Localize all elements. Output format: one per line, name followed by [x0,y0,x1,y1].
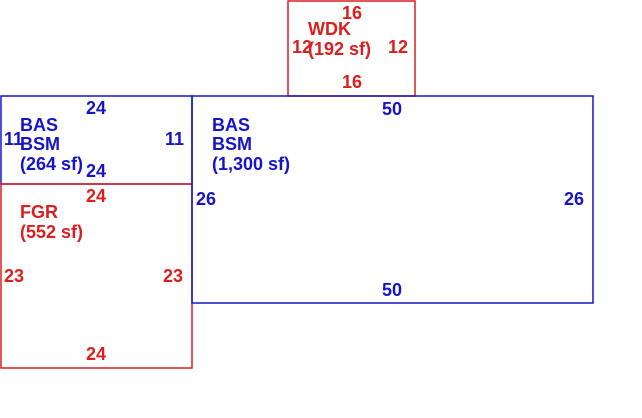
bas-main-outline [191,95,594,304]
fgr-dim-left: 23 [4,266,24,286]
bas-small-dim-bottom: 24 [86,161,106,181]
wdk-code: WDK [308,19,351,39]
fgr-code: FGR [20,202,58,222]
wdk-dim-left: 12 [292,37,312,57]
fgr-dim-top: 24 [86,186,106,206]
fgr-dim-bottom: 24 [86,344,106,364]
wdk-dim-top: 16 [342,3,362,23]
bas-main-dim-left: 26 [196,189,216,209]
wdk-dim-right: 12 [388,37,408,57]
bas-small-dim-right: 11 [165,129,184,149]
bas-small-area: (264 sf) [20,154,83,174]
bas-main-dim-bottom: 50 [382,280,402,300]
bas-main-dim-right: 26 [564,189,584,209]
fgr-dim-right: 23 [163,266,183,286]
bas-main-code2: BSM [212,134,252,154]
bas-small-dim-top: 24 [86,98,106,118]
wdk-dim-bottom: 16 [342,72,362,92]
bas-main-dim-top: 50 [382,99,402,119]
bas-small-code1: BAS [20,115,58,135]
bas-main-code1: BAS [212,115,250,135]
bas-small-code2: BSM [20,134,60,154]
wdk-area: (192 sf) [308,39,371,59]
bas-small-dim-left: 11 [4,129,23,149]
bas-main-area: (1,300 sf) [212,154,290,174]
fgr-area: (552 sf) [20,222,83,242]
